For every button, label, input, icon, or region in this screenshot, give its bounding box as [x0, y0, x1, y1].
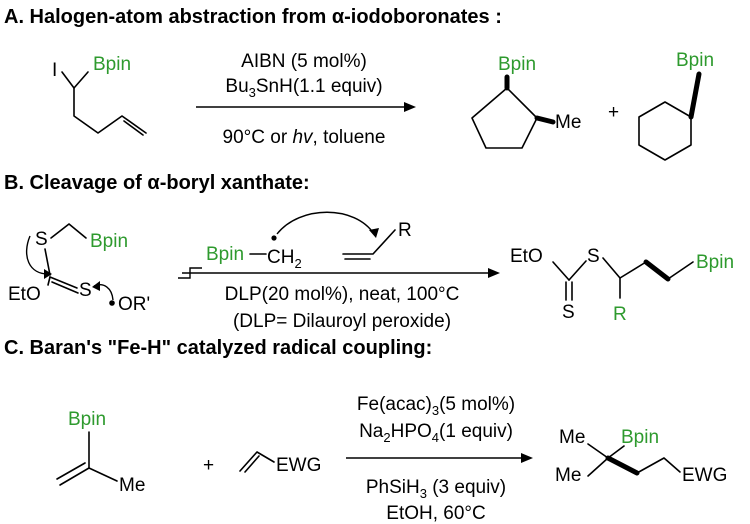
c-s-double-1	[49, 276, 78, 289]
acceptor-ewg: EWG	[276, 455, 321, 476]
reagent-aibn: AIBN (5 mol%)	[241, 51, 367, 72]
radical-bpin: Bpin	[206, 244, 244, 265]
section-a-starting-material: I Bpin	[52, 54, 147, 136]
xanthate-s-top: S	[35, 229, 48, 250]
radical-dot-or	[109, 300, 115, 306]
ch2-b-bond	[667, 261, 694, 280]
product-bpin: Bpin	[696, 252, 734, 273]
alkyl-chain	[73, 87, 147, 134]
section-c-acceptor: EWG	[239, 451, 321, 476]
product-methyl-top: Me	[559, 427, 585, 448]
me-c-bond-bottom	[587, 457, 609, 477]
product-s: S	[587, 246, 600, 267]
radical-ch2: CH2	[267, 247, 302, 271]
section-a-arrow: AIBN (5 mol%) Bu3SnH(1.1 equiv) 90°C or …	[196, 51, 416, 148]
curly-arrow-addition	[276, 211, 375, 235]
arrowhead-b	[488, 268, 500, 278]
wedge-c-me	[534, 115, 556, 125]
section-c-starting-material: Bpin Me	[56, 409, 145, 496]
plus-sign-a: +	[608, 102, 619, 123]
radical-or: OR'	[118, 294, 150, 315]
xanthate-bpin: Bpin	[90, 231, 128, 252]
product-s-bottom: S	[562, 302, 575, 323]
product-1-bpin: Bpin	[498, 54, 536, 75]
new-c-c-bond-c	[605, 455, 640, 476]
reagent-dlp: DLP(20 mol%), neat, 100°C	[225, 284, 460, 305]
sm-c-me-bond	[88, 467, 118, 482]
product-r: R	[613, 304, 627, 325]
section-a-title: A. Halogen-atom abstraction from α-iodob…	[4, 6, 502, 28]
reagent-fe-acac: Fe(acac)3(5 mol%)	[357, 394, 515, 418]
reagent-na2hpo4: Na2HPO4(1 equiv)	[359, 421, 513, 445]
section-b-product: EtO S S R Bpin	[510, 246, 734, 325]
sm-methyl: Me	[119, 475, 145, 496]
product-eto: EtO	[510, 246, 543, 267]
product-methyl-bottom: Me	[555, 465, 581, 486]
section-b-title: B. Cleavage of α-boryl xanthate:	[4, 172, 310, 194]
sm-double-2	[56, 462, 86, 480]
reagent-bu3snh: Bu3SnH(1.1 equiv)	[225, 76, 382, 100]
sm-bpin: Bpin	[68, 409, 106, 430]
o-c-bond	[47, 276, 51, 286]
s-ch2-b-bond	[50, 223, 87, 239]
product-ewg: EWG	[682, 465, 727, 486]
c-s-bond-product	[568, 260, 587, 281]
c-b-bond	[607, 445, 625, 459]
cyclopentane-ring	[471, 87, 538, 149]
curly-arrowhead-addition	[369, 228, 379, 238]
section-b-xanthate: S Bpin EtO S OR'	[8, 223, 150, 315]
section-c-title: C. Baran's "Fe-H" catalyzed radical coup…	[4, 337, 432, 359]
alkene-r: R	[398, 220, 412, 241]
new-c-c-bond	[643, 259, 671, 282]
c-s-double-2	[51, 281, 79, 294]
section-a-product-cyclohexane: Bpin	[638, 50, 714, 161]
c-i-bond	[61, 71, 89, 89]
section-c-product: Me Bpin Me EWG	[555, 427, 727, 486]
curly-arrowhead-1	[44, 269, 52, 279]
acceptor-alkene	[239, 451, 275, 472]
product-1-methyl: Me	[555, 112, 581, 133]
section-c-arrow: Fe(acac)3(5 mol%) Na2HPO4(1 equiv) PhSiH…	[346, 394, 533, 524]
radical-dot-ch2	[271, 235, 277, 241]
me-c-bond-top	[587, 443, 609, 459]
reagent-dlp-definition: (DLP= Dilauroyl peroxide)	[233, 311, 451, 332]
arrowhead-c	[521, 453, 533, 463]
section-b-arrow: Bpin CH2 R DLP(20 mol%), neat, 100°C (DL…	[178, 211, 500, 332]
s-c-bond	[44, 248, 51, 276]
section-a-product-cyclopentane: Bpin Me	[471, 54, 581, 149]
reagent-etoh: EtOH, 60°C	[386, 503, 485, 524]
o-c-bond-product	[552, 261, 570, 281]
sm-double-1	[59, 467, 90, 486]
arrowhead-a	[404, 102, 416, 112]
xanthate-eto: EtO	[8, 284, 41, 305]
alkene	[342, 229, 396, 255]
reagent-phsih3: PhSiH3 (3 equiv)	[366, 477, 506, 501]
alkene-double-bond	[123, 120, 144, 136]
cyclohexane-ring	[638, 101, 692, 161]
plus-sign-c: +	[203, 455, 214, 476]
product-2-bpin: Bpin	[676, 50, 714, 71]
xanthate-s-right: S	[79, 280, 92, 301]
acceptor-double	[244, 455, 260, 473]
iodine-label: I	[52, 60, 57, 81]
s-ch-bond	[602, 257, 647, 279]
chain-to-ewg	[636, 457, 681, 474]
product-c-bpin: Bpin	[621, 427, 659, 448]
condition-temperature: 90°C or hv, toluene	[223, 127, 386, 148]
bpin-label: Bpin	[93, 54, 131, 75]
wedge-c-b-2	[688, 71, 702, 120]
curly-arrowhead-2	[92, 281, 100, 291]
